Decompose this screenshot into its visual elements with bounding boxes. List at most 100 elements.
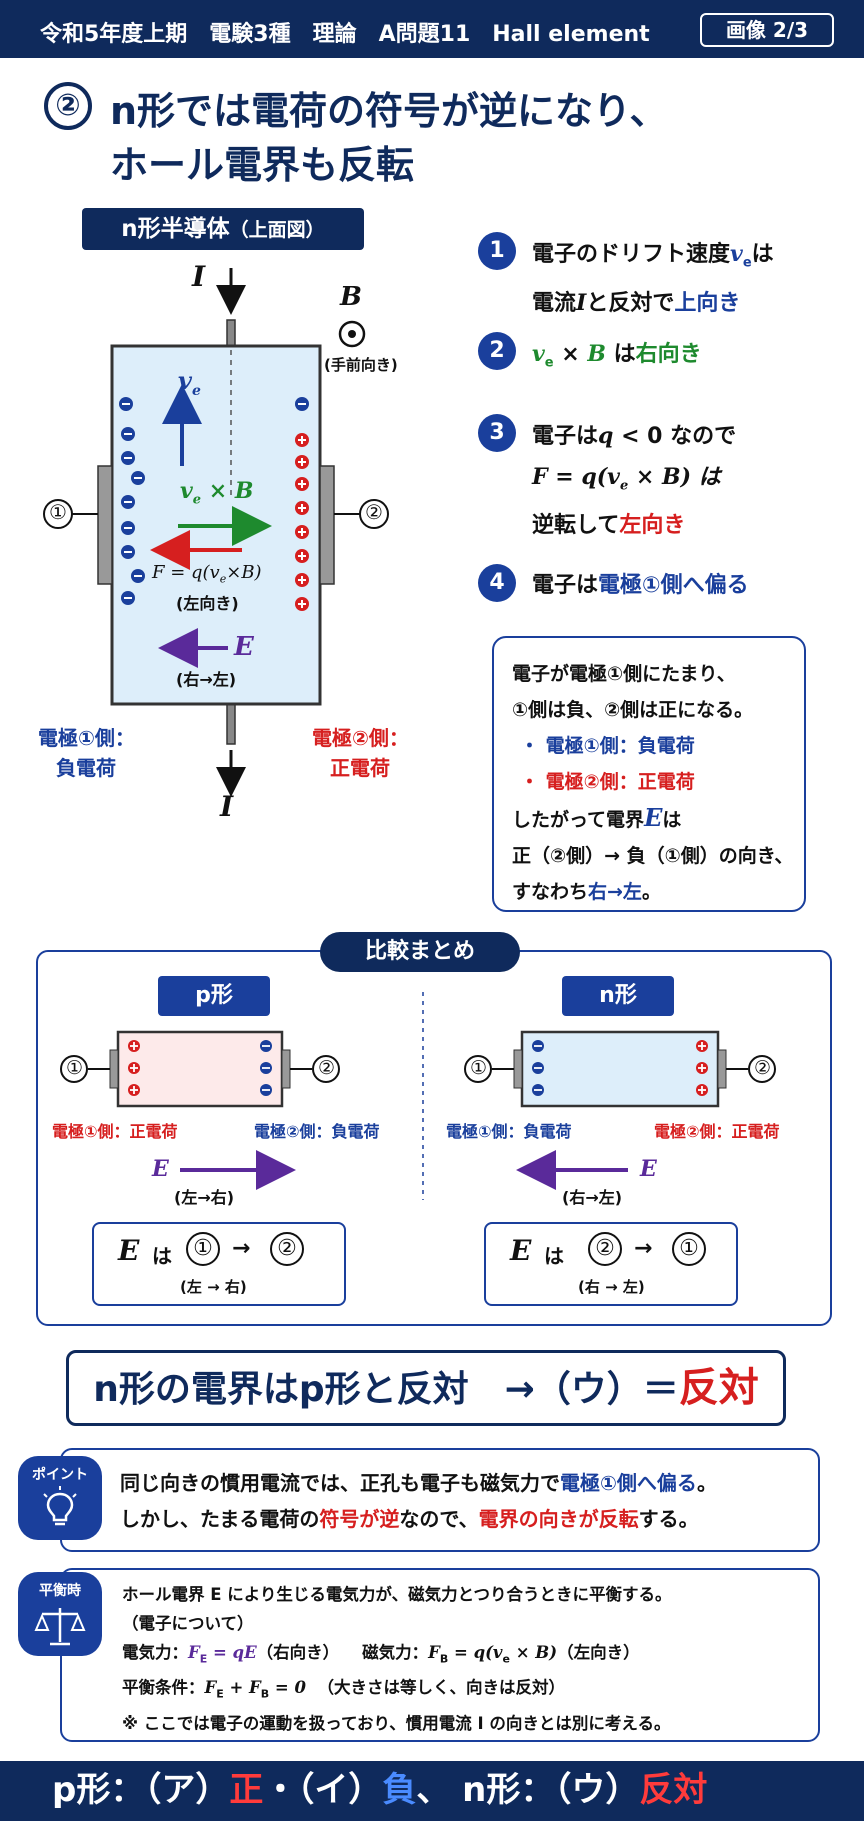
- step-1-line2: 電流Iと反対で上向き: [532, 283, 774, 324]
- text-fragment: = q(v: [448, 1643, 503, 1662]
- left-side-label2: 負電荷: [56, 756, 116, 780]
- balance-text: ホール電界 E により生じる電気力が、磁気力とつり合うときに平衡する。 （電子に…: [122, 1580, 671, 1738]
- n-e-label: E: [640, 1156, 657, 1182]
- text-fragment: 正: [229, 1770, 264, 1810]
- text-fragment: は: [751, 242, 774, 267]
- electrode-1-label: ①: [49, 500, 67, 524]
- text-fragment: ×B): [226, 562, 262, 583]
- n-box-ha: は: [544, 1244, 564, 1268]
- diagram-label-main: n形半導体: [121, 216, 230, 242]
- text-fragment: v: [532, 341, 545, 367]
- text-fragment: e: [544, 355, 554, 371]
- b-field-label: B: [340, 282, 362, 312]
- text-fragment: I: [576, 290, 587, 317]
- step-4-number: 4: [478, 564, 516, 602]
- balance-line2: （電子について）: [122, 1614, 254, 1633]
- note-line3: したがって電界Eは: [512, 800, 786, 838]
- p-box-dir: (左 → 右): [180, 1278, 247, 1296]
- n-box-to: ①: [672, 1232, 706, 1266]
- b-field-note: (手前向き): [324, 356, 398, 374]
- point-badge-label: ポイント: [32, 1467, 88, 1483]
- text-fragment: は: [606, 342, 636, 367]
- summary-title: 比較まとめ: [320, 932, 520, 972]
- e-field-note: (右→左): [176, 670, 237, 689]
- vxb-label: ve × B: [180, 478, 253, 507]
- p-type-label: p形: [158, 976, 270, 1016]
- text-fragment: なので、: [399, 1507, 479, 1531]
- text-fragment: F: [428, 1643, 440, 1662]
- diagram-label: n形半導体（上面図）: [82, 208, 364, 250]
- page-badge: 画像 2/3: [700, 13, 834, 47]
- text-fragment: F: [188, 1643, 200, 1662]
- note-bullet1: ・ 電極①側：負電荷: [520, 735, 695, 757]
- text-fragment: F: [204, 1678, 217, 1698]
- text-fragment: q: [598, 423, 614, 449]
- step-3-line1: 電子はq < 0 なので: [532, 416, 736, 457]
- n-result-box: E は ② → ① (右 → 左): [484, 1222, 738, 1306]
- p-electrode-2: ②: [318, 1057, 336, 1079]
- text-fragment: 同じ向きの慣用電流では、正孔も電子も磁気力で: [120, 1471, 560, 1495]
- text-fragment: 電極①側へ偏る: [598, 573, 749, 598]
- text-fragment: e: [191, 382, 201, 399]
- conclusion-banner: n形の電界はp形と反対 →（ウ）＝反対: [66, 1350, 786, 1426]
- text-fragment: （左向き）: [557, 1643, 640, 1662]
- text-fragment: （大きさは等しく、向きは反対）: [317, 1678, 565, 1698]
- note-line4: 正（②側）→ 負（①側）の向き、: [512, 845, 794, 867]
- electrode-1-plate: [97, 465, 113, 585]
- text-fragment: e: [502, 1652, 510, 1666]
- p-e-dir: (左→右): [174, 1188, 235, 1207]
- page-title-line1: n形では電荷の符号が逆になり、: [110, 89, 668, 133]
- title-number: ②: [44, 82, 92, 130]
- text-fragment: B: [439, 1652, 449, 1666]
- electrode-2-label: ②: [365, 500, 383, 524]
- text-fragment: E: [216, 1687, 224, 1701]
- n-electrode-1: ①: [470, 1057, 488, 1079]
- text-fragment: 電極①側へ偏る: [560, 1471, 697, 1495]
- right-side-label1: 電極②側：: [312, 726, 409, 750]
- ve-label: ve: [178, 366, 201, 399]
- text-fragment: F = q(v: [532, 464, 620, 490]
- text-fragment: 逆転して: [532, 513, 620, 539]
- text-fragment: = 0: [269, 1678, 306, 1698]
- p-type-body: [116, 1030, 284, 1108]
- p-e-label: E: [152, 1156, 169, 1182]
- p-left-charge: 電極①側：正電荷: [52, 1122, 178, 1141]
- n-electrode-2: ②: [754, 1057, 772, 1079]
- electrode-1-circle: [43, 499, 73, 529]
- text-fragment: + F: [223, 1678, 261, 1698]
- step-1-line1: 電子のドリフト速度veは: [532, 234, 774, 283]
- current-label-top: I: [192, 260, 206, 293]
- current-label-bottom: I: [220, 790, 234, 823]
- answer-footer: p形：（ア）正・（イ）負、 n形：（ウ）反対: [0, 1761, 864, 1821]
- force-note: (左向き): [176, 594, 239, 613]
- note-line2: ①側は負、②側は正になる。: [512, 699, 754, 721]
- text-fragment: 電子のドリフト速度: [532, 242, 731, 267]
- text-fragment: 、 n形：（ウ）: [416, 1770, 640, 1810]
- n-type-diagram: [43, 268, 389, 797]
- step-3-number: 3: [478, 414, 516, 452]
- header-bar: 令和5年度上期 電験3種 理論 A問題11 Hall element 画像 2/…: [0, 0, 864, 58]
- conclusion-answer: 反対: [678, 1365, 759, 1411]
- n-box-dir: (右 → 左): [578, 1278, 645, 1296]
- text-fragment: e: [219, 572, 227, 586]
- step-1-number: 1: [478, 232, 516, 270]
- text-fragment: 負: [382, 1770, 417, 1810]
- text-fragment: と反対で: [586, 291, 675, 317]
- text-fragment: p形：（ア）: [52, 1770, 230, 1810]
- text-fragment: 左向き: [619, 513, 686, 539]
- step-2-line1: ve × B は右向き: [532, 334, 702, 383]
- point-badge: ポイント: [18, 1456, 102, 1540]
- balance-line4: 平衡条件：FE + FB = 0 （大きさは等しく、向きは反対）: [122, 1673, 671, 1708]
- text-fragment: v: [730, 241, 743, 267]
- text-fragment: × B) は: [628, 464, 721, 490]
- diagram-label-sub: （上面図）: [229, 219, 325, 241]
- text-fragment: しかし、たまる電荷の: [120, 1507, 320, 1531]
- text-fragment: 電気力：: [122, 1643, 188, 1662]
- text-fragment: 。: [696, 1471, 717, 1495]
- text-fragment: 上向き: [674, 291, 741, 317]
- note-line1: 電子が電極①側にたまり、: [512, 663, 736, 685]
- explanation-box: 電子が電極①側にたまり、 ①側は負、②側は正になる。 ・ 電極①側：負電荷 ・ …: [492, 636, 806, 912]
- lightbulb-icon: [43, 1486, 77, 1526]
- text-fragment: v: [178, 366, 192, 395]
- balance-badge: 平衡時: [18, 1572, 102, 1656]
